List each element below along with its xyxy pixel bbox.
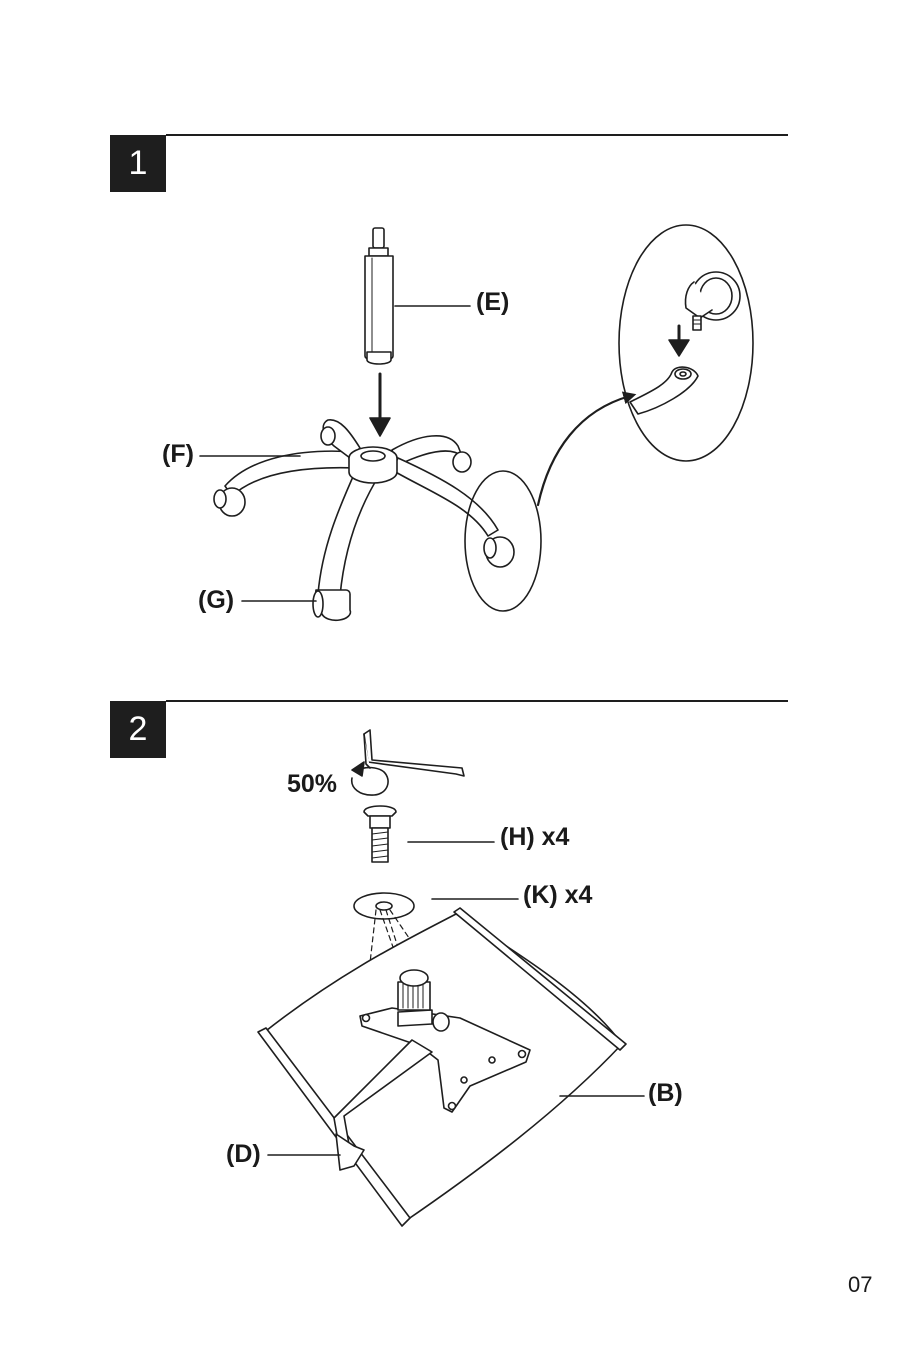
- label-e: (E): [476, 288, 509, 317]
- label-k: (K) x4: [523, 881, 592, 910]
- gas-lift-cylinder-icon: [365, 228, 470, 364]
- label-f: (F): [162, 440, 194, 469]
- label-percent: 50%: [287, 770, 337, 799]
- bolt-icon: [364, 806, 494, 862]
- label-g: (G): [198, 586, 234, 615]
- rotation-arrow-icon: [352, 762, 388, 795]
- label-b: (B): [648, 1079, 683, 1108]
- caster-detail-icon: [630, 272, 740, 414]
- label-h: (H) x4: [500, 823, 569, 852]
- page-number: 07: [848, 1272, 872, 1298]
- label-d: (D): [226, 1140, 261, 1169]
- washer-icon: [354, 893, 518, 919]
- insert-arrow-icon: [370, 374, 390, 436]
